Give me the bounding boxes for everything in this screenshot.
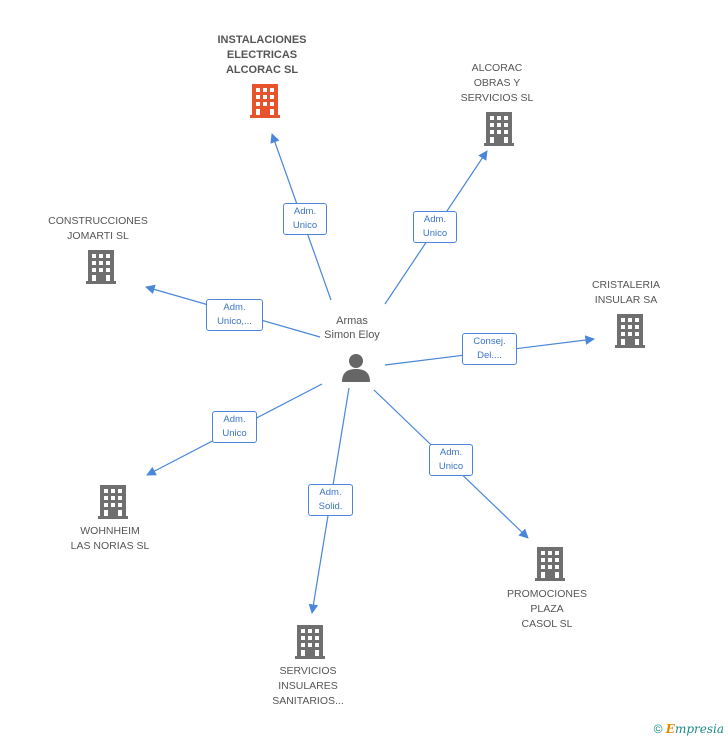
person-name-line2: Simon Eloy xyxy=(324,329,380,341)
footer-brand[interactable]: © Empresia xyxy=(654,722,724,736)
building-icon[interactable] xyxy=(250,84,280,118)
company-label-line: SERVICIOS SL xyxy=(460,92,534,104)
edge-label-alcorac-obras[interactable]: Adm. Unico xyxy=(413,211,457,243)
company-label-line: INSULAR SA xyxy=(594,294,658,306)
company-label-line: ALCORAC SL xyxy=(225,64,299,76)
building-icon[interactable] xyxy=(86,250,116,284)
company-label-promociones[interactable]: PROMOCIONES PLAZA CASOL SL xyxy=(497,587,597,632)
company-label-line: INSULARES xyxy=(278,680,338,692)
edge-label-cristaleria[interactable]: Consej. Del.... xyxy=(462,333,517,365)
building-icon[interactable] xyxy=(98,485,128,519)
company-label-alcorac-obras[interactable]: ALCORAC OBRAS Y SERVICIOS SL xyxy=(442,61,552,106)
edge-label-servicios[interactable]: Adm. Solid. xyxy=(308,484,353,516)
person-name[interactable]: Armas Simon Eloy xyxy=(302,314,402,342)
company-label-line: INSTALACIONES xyxy=(217,34,307,46)
company-label-construcciones[interactable]: CONSTRUCCIONES JOMARTI SL xyxy=(38,214,158,244)
edge-label-line: Adm. xyxy=(293,206,317,217)
company-label-line: CASOL SL xyxy=(521,618,573,630)
brand-rest: mpresia xyxy=(674,722,724,736)
company-label-line: CONSTRUCCIONES xyxy=(48,215,148,227)
edge-label-line: Adm. xyxy=(223,302,246,313)
edge-label-construcciones[interactable]: Adm. Unico,... xyxy=(206,299,263,331)
edge-label-wohnheim[interactable]: Adm. Unico xyxy=(212,411,257,443)
company-label-line: PLAZA xyxy=(530,603,564,615)
edge-label-line: Adm. xyxy=(439,447,463,458)
company-label-line: SANITARIOS... xyxy=(272,695,344,707)
company-label-wohnheim[interactable]: WOHNHEIM LAS NORIAS SL xyxy=(60,524,160,554)
brand-logo: Empresia xyxy=(666,722,724,736)
edge-label-line: Adm. xyxy=(423,214,447,225)
company-label-line: CRISTALERIA xyxy=(591,279,661,291)
edge-label-line: Unico xyxy=(438,461,464,472)
edge-label-line: Unico,... xyxy=(217,316,252,327)
company-label-line: ELECTRICAS xyxy=(226,49,298,61)
edge-label-line: Unico xyxy=(422,228,448,239)
copyright-symbol: © xyxy=(653,722,663,736)
edge-label-line: Unico xyxy=(292,220,318,231)
edge-label-instalaciones[interactable]: Adm. Unico xyxy=(283,203,327,235)
company-label-servicios[interactable]: SERVICIOS INSULARES SANITARIOS... xyxy=(258,664,358,709)
company-label-line: JOMARTI SL xyxy=(67,230,129,242)
company-label-line: SERVICIOS xyxy=(279,665,337,677)
company-label-instalaciones[interactable]: INSTALACIONES ELECTRICAS ALCORAC SL xyxy=(197,33,327,78)
edge-label-line: Consej. xyxy=(473,336,506,347)
edge-label-line: Del.... xyxy=(477,350,502,361)
building-icon[interactable] xyxy=(484,112,514,146)
company-label-cristaleria[interactable]: CRISTALERIA INSULAR SA xyxy=(576,278,676,308)
person-name-line1: Armas xyxy=(336,315,368,327)
edge-label-line: Unico xyxy=(222,428,247,439)
company-label-line: PROMOCIONES xyxy=(507,588,587,600)
edge-label-line: Solid. xyxy=(318,501,343,512)
company-label-line: WOHNHEIM xyxy=(80,525,140,537)
brand-first-letter: E xyxy=(665,722,675,736)
company-label-line: LAS NORIAS SL xyxy=(70,540,150,552)
company-label-line: ALCORAC xyxy=(471,62,523,74)
edge-label-line: Adm. xyxy=(319,487,342,498)
person-icon[interactable] xyxy=(341,352,371,382)
company-label-line: OBRAS Y xyxy=(473,77,521,89)
building-icon[interactable] xyxy=(535,547,565,581)
edge-label-promociones[interactable]: Adm. Unico xyxy=(429,444,473,476)
building-icon[interactable] xyxy=(615,314,645,348)
building-icon[interactable] xyxy=(295,625,325,659)
edge-label-line: Adm. xyxy=(223,414,246,425)
